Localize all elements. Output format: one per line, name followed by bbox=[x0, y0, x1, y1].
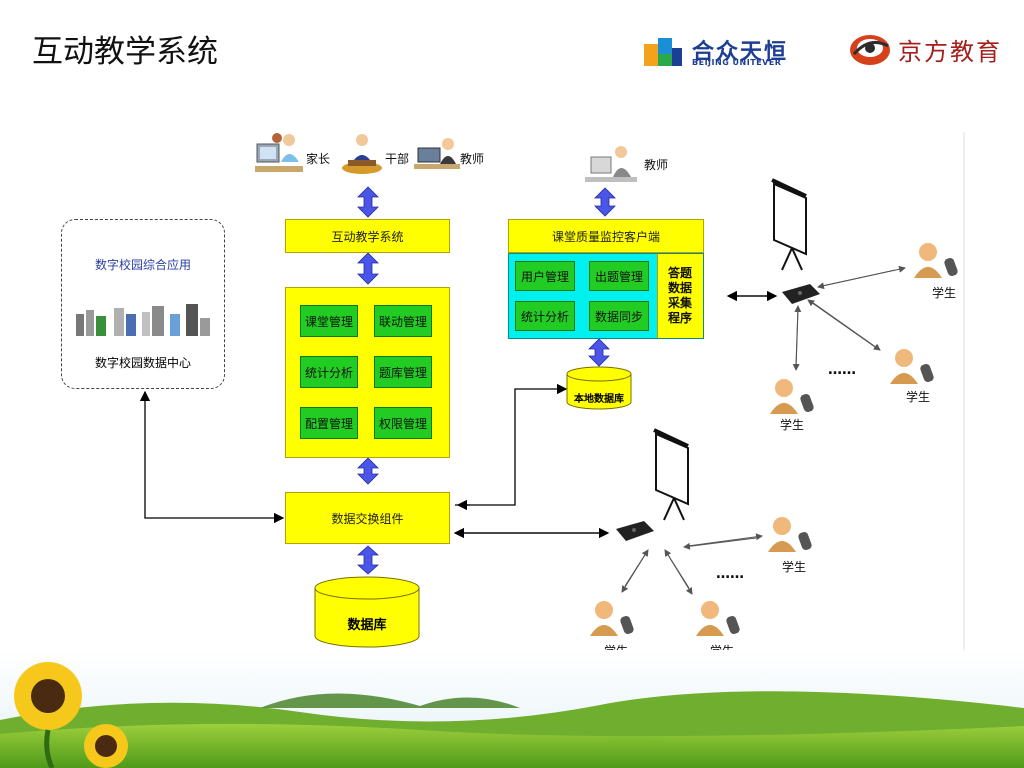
module-question-setting: 出题管理 bbox=[589, 261, 649, 291]
digital-campus-data-center: 数字校园数据中心 bbox=[94, 356, 191, 370]
student-5: 学生 bbox=[588, 598, 642, 658]
database-cylinder: 数据库 bbox=[314, 576, 420, 648]
cadre-figure bbox=[340, 130, 384, 176]
student-3: 学生 bbox=[768, 376, 822, 436]
student-icon bbox=[768, 517, 812, 552]
module-statistics-monitor: 统计分析 bbox=[515, 301, 575, 331]
jingfang-mark-icon bbox=[850, 35, 890, 65]
module-question-bank: 题库管理 bbox=[374, 356, 432, 388]
landscape-banner bbox=[0, 650, 1024, 768]
more-students-ellipsis-2: …… bbox=[716, 566, 744, 582]
module-data-sync: 数据同步 bbox=[589, 301, 649, 331]
data-exchange-component: 数据交换组件 bbox=[285, 492, 450, 544]
cadre-icon bbox=[342, 134, 382, 174]
student-label: 学生 bbox=[932, 286, 957, 300]
sunflower-icon bbox=[14, 662, 128, 768]
student-icon bbox=[696, 601, 740, 636]
unitever-mark-icon bbox=[644, 38, 682, 66]
student-icon bbox=[590, 601, 634, 636]
module-statistics: 统计分析 bbox=[300, 356, 358, 388]
collector-line-1: 答题 bbox=[667, 266, 692, 280]
student-label: 学生 bbox=[780, 418, 805, 432]
campus-exchange-link bbox=[144, 395, 285, 524]
teacher-workstation-icon bbox=[585, 146, 637, 182]
student-2: 学生 bbox=[888, 346, 942, 406]
slide-title: 互动教学系统 bbox=[32, 34, 218, 70]
student-icon bbox=[770, 379, 814, 414]
collector-line-3: 采集 bbox=[667, 296, 692, 310]
student-label: 学生 bbox=[906, 390, 931, 404]
parent-figure bbox=[255, 130, 305, 176]
teacher-figure-top bbox=[414, 134, 460, 174]
local-database: 本地数据库 bbox=[566, 366, 632, 410]
double-arrows bbox=[356, 186, 616, 575]
projector-screen-icon-2 bbox=[653, 428, 689, 521]
more-students-ellipsis: …… bbox=[828, 362, 856, 378]
jingfang-logo: 京方教育 bbox=[848, 28, 1008, 68]
receiver-device-icon-2 bbox=[616, 521, 654, 541]
projector-screen-icon bbox=[771, 178, 807, 271]
module-config-management: 配置管理 bbox=[300, 407, 358, 439]
answer-collector: 答题 数据 采集 程序 bbox=[657, 254, 703, 338]
database-label: 数据库 bbox=[347, 618, 387, 633]
module-permission-management: 权限管理 bbox=[374, 407, 432, 439]
student-icon bbox=[890, 349, 934, 384]
module-linkage-management: 联动管理 bbox=[374, 305, 432, 337]
unitever-name-en: BEIJING UNITEVER bbox=[692, 58, 782, 67]
teacher-icon bbox=[414, 138, 460, 169]
student-1: 学生 bbox=[912, 240, 966, 300]
module-user-management: 用户管理 bbox=[515, 261, 575, 291]
server-cluster-icon bbox=[76, 304, 210, 336]
unitever-name: 合众天恒 bbox=[692, 40, 789, 65]
local-database-icon bbox=[566, 366, 632, 410]
teacher-label-right: 教师 bbox=[644, 158, 669, 172]
teacher-label-top: 教师 bbox=[460, 152, 485, 166]
module-class-management: 课堂管理 bbox=[300, 305, 358, 337]
parent-label: 家长 bbox=[306, 152, 331, 166]
local-database-label: 本地数据库 bbox=[574, 394, 624, 405]
unitever-logo: 合众天恒 BEIJING UNITEVER bbox=[640, 34, 820, 68]
receiver-device-icon bbox=[782, 284, 820, 304]
interactive-teaching-system: 互动教学系统 bbox=[285, 219, 450, 253]
student-6: 学生 bbox=[694, 598, 748, 658]
digital-campus-panel: 数字校园综合应用 数字校园数据中心 bbox=[61, 219, 225, 389]
collector-line-4: 程序 bbox=[667, 311, 692, 325]
cadre-label: 干部 bbox=[385, 152, 410, 166]
jingfang-name: 京方教育 bbox=[898, 38, 1002, 66]
teacher-figure-right bbox=[585, 143, 637, 187]
parent-icon bbox=[255, 133, 303, 172]
student-4: 学生 bbox=[766, 514, 820, 574]
database-icon bbox=[314, 576, 420, 648]
student-icon bbox=[914, 243, 958, 278]
monitor-client-title: 课堂质量监控客户端 bbox=[508, 219, 704, 253]
digital-campus-apps: 数字校园综合应用 bbox=[94, 258, 191, 272]
collector-line-2: 数据 bbox=[667, 281, 692, 295]
exchange-localdb-link bbox=[455, 383, 568, 506]
student-label: 学生 bbox=[782, 560, 807, 574]
